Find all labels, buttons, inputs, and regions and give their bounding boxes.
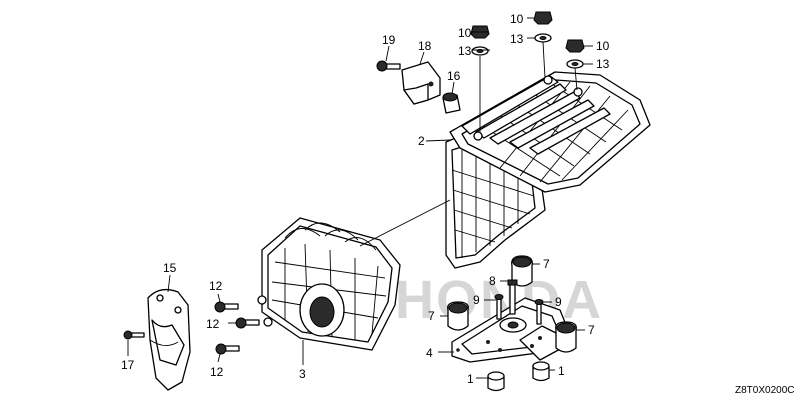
callout-8: 8	[489, 274, 496, 288]
frame-part-2	[445, 71, 651, 269]
callout-7: 7	[588, 323, 595, 337]
callout-10: 10	[596, 39, 610, 53]
callout-16: 16	[447, 69, 461, 83]
callout-13: 13	[510, 32, 524, 46]
callout-17: 17	[121, 358, 135, 372]
callout-10: 10	[510, 12, 524, 26]
callout-3: 3	[299, 367, 306, 381]
spacer-part-1	[487, 361, 550, 392]
callout-13: 13	[458, 44, 472, 58]
callout-9: 9	[473, 293, 480, 307]
callout-12: 12	[210, 365, 224, 379]
leader-lines	[127, 17, 593, 379]
cover-part-15	[147, 288, 191, 391]
callout-7: 7	[543, 257, 550, 271]
callout-1: 1	[558, 364, 565, 378]
bracket-part-18	[401, 61, 441, 105]
callout-7: 7	[428, 309, 435, 323]
callout-13: 13	[596, 57, 610, 71]
callout-19: 19	[382, 33, 396, 47]
callout-12: 12	[206, 317, 220, 331]
diagram-code: Z8T0X0200C	[735, 385, 794, 396]
callouts: 2 3 4 1 1 7 7 7 8 9 9 10 10 10 13 13 13 …	[121, 12, 610, 386]
bolt-part-19	[376, 60, 401, 72]
grommet-part-16	[442, 92, 461, 114]
callout-18: 18	[418, 39, 432, 53]
callout-10: 10	[458, 26, 472, 40]
callout-12: 12	[209, 279, 223, 293]
rubber-mount-part-7	[447, 255, 577, 353]
screw-part-17	[123, 330, 145, 340]
callout-9: 9	[555, 295, 562, 309]
stud-part-8	[507, 279, 518, 315]
callout-2: 2	[418, 134, 425, 148]
callout-4: 4	[426, 346, 433, 360]
bolt-part-9	[494, 294, 544, 325]
callout-15: 15	[163, 261, 177, 275]
bolt-part-12	[214, 301, 260, 355]
guard-part-3	[257, 217, 401, 351]
callout-1: 1	[467, 372, 474, 386]
washer-part-13	[471, 33, 584, 69]
